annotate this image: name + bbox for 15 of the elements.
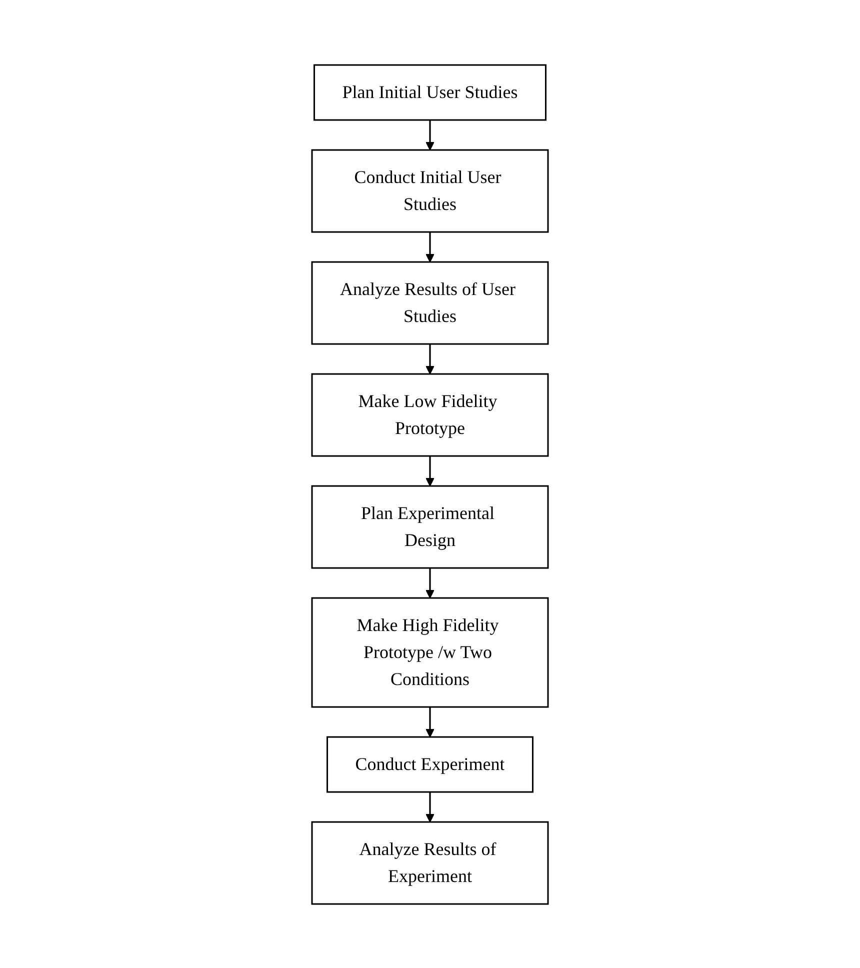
- arrow: [426, 792, 434, 822]
- node-box: Conduct Experiment: [326, 736, 534, 792]
- node-box: Make Low Fidelity Prototype: [311, 372, 549, 456]
- node-box: Plan Initial User Studies: [314, 64, 546, 120]
- node-box: Conduct Initial User Studies: [311, 148, 549, 232]
- arrow: [426, 232, 434, 262]
- node-box: Plan Experimental Design: [311, 484, 549, 568]
- node-box: Analyze Results of User Studies: [311, 260, 549, 344]
- arrow: [426, 344, 434, 374]
- node-box: Make High Fidelity Prototype /w Two Conditions: [311, 596, 549, 708]
- arrow: [426, 706, 434, 737]
- arrow: [426, 456, 434, 486]
- arrow: [426, 120, 434, 150]
- arrow: [426, 568, 434, 598]
- node-box: Analyze Results of Experiment: [311, 820, 549, 904]
